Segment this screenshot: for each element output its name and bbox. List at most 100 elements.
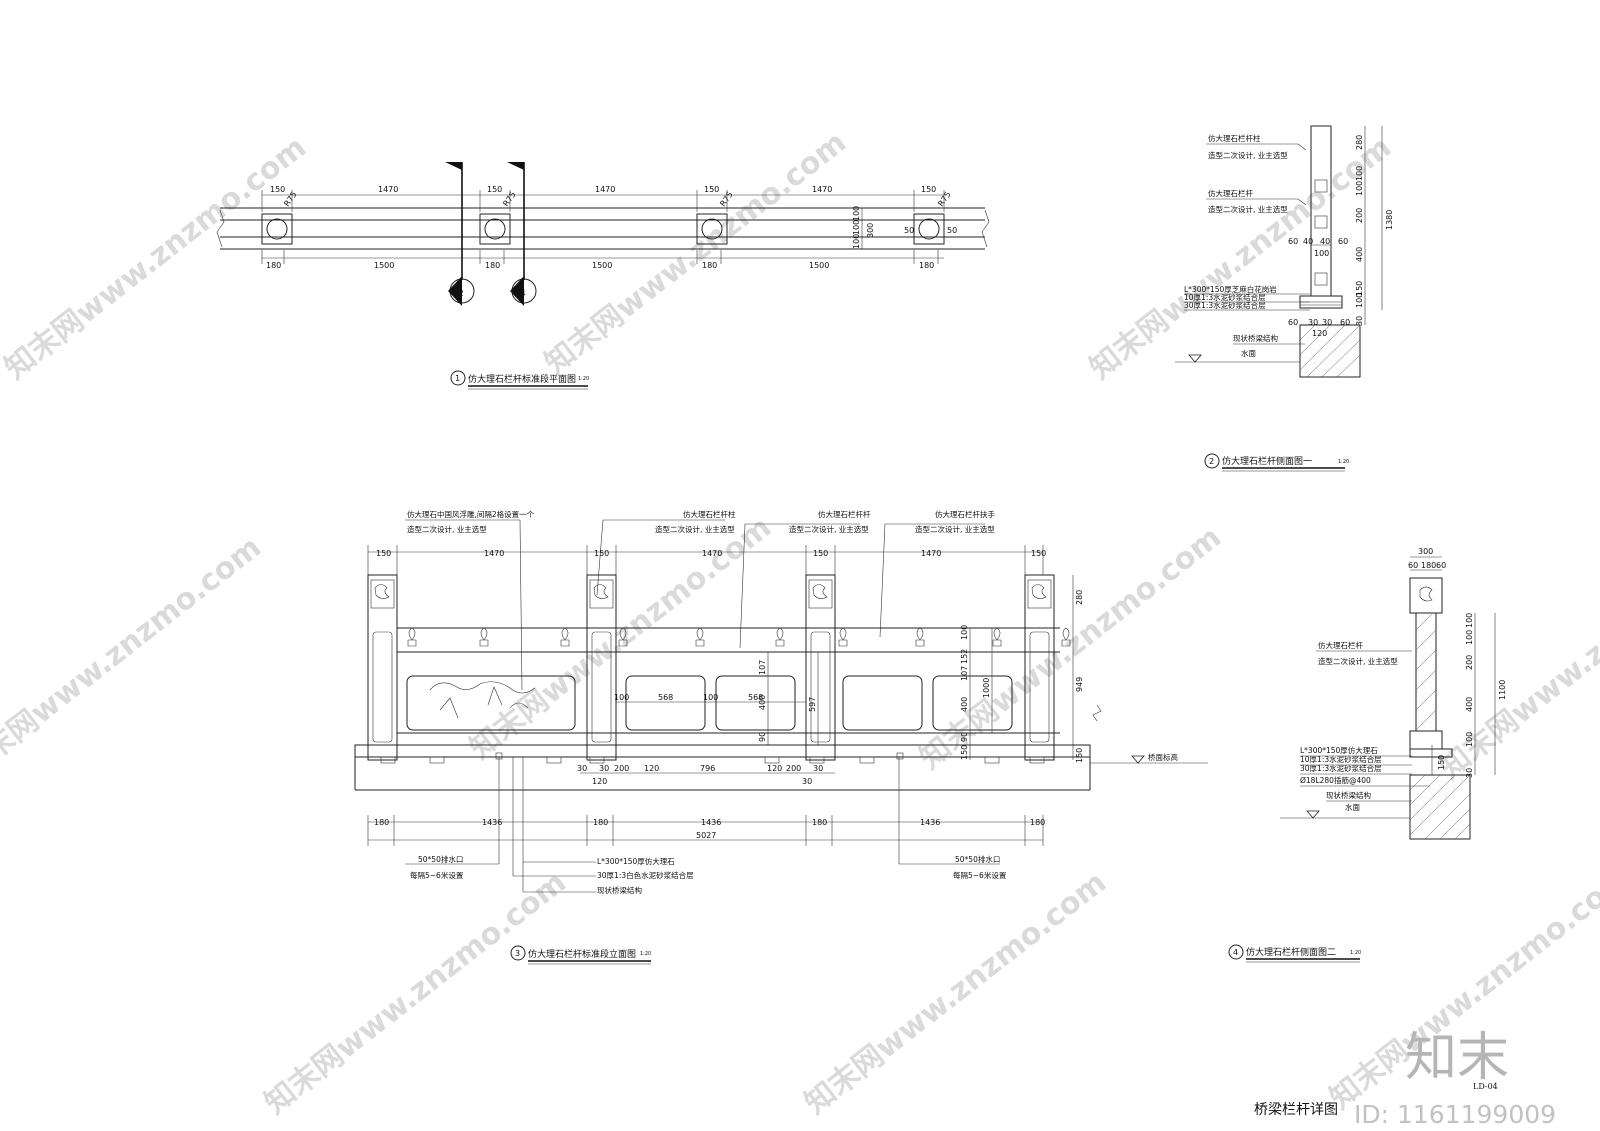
svg-text:L*300*150厚仿大理石: L*300*150厚仿大理石 [1300, 745, 1378, 755]
svg-text:每隔5~6米设置: 每隔5~6米设置 [410, 870, 464, 880]
image-id: ID: 1161199009 [1354, 1100, 1556, 1129]
elev-right-dim: 949 [1075, 677, 1084, 692]
plan-side-dim: 300 [866, 223, 875, 238]
elev-right-dim: 280 [1075, 590, 1084, 605]
plan-bottom-dim: 1500 [592, 261, 612, 270]
elev-lower-dim: 120 [767, 764, 782, 773]
sec1-v-dim: 280 [1355, 135, 1364, 150]
plan-top-dim: 1470 [812, 185, 832, 194]
elev-lower-dim: 796 [700, 764, 715, 773]
plan-side-dim: 100 [852, 220, 861, 235]
sec1-h-dim: 60 [1288, 237, 1298, 246]
svg-text:1:20: 1:20 [1350, 950, 1361, 956]
elev-top-dim: 150 [594, 549, 609, 558]
watermark-text: 知末网www.znzmo.com [0, 530, 268, 787]
svg-text:1:20: 1:20 [578, 376, 589, 382]
plan-top-dim: 150 [921, 185, 936, 194]
radius-label: R75 [501, 190, 517, 208]
plan-title: 1 仿大理石栏杆标准段平面图 1:20 [450, 370, 589, 390]
elevation-callout: 仿大理石栏杆柱 造型二次设计, 业主选型 [596, 509, 736, 596]
elev-inner-dim: 107 [960, 666, 969, 681]
elev-inner-dim: 1000 [982, 678, 991, 698]
elev-inner-dim: 400 [960, 697, 969, 712]
elev-bottom-dim: 180 [374, 818, 389, 827]
elev-top-dim: 150 [813, 549, 828, 558]
sec1-h-dim: 60 [1340, 318, 1350, 327]
panel-dim: 90 [758, 732, 767, 742]
svg-text:现状桥梁结构: 现状桥梁结构 [1326, 790, 1371, 800]
svg-text:现状桥梁结构: 现状桥梁结构 [597, 885, 642, 895]
svg-text:L*300*150厚芝麻白花岗岩: L*300*150厚芝麻白花岗岩 [1184, 284, 1277, 294]
elev-top-dim: 1470 [484, 549, 504, 558]
watermark-layer: 知末网www.znzmo.com 知末网www.znzmo.com 知末网www… [0, 125, 1600, 1122]
svg-text:造型二次设计, 业主选型: 造型二次设计, 业主选型 [1318, 656, 1398, 666]
elev-bottom-dim: 1436 [920, 818, 940, 827]
sec2-v-dim: 150 [1437, 755, 1446, 770]
elev-post [1024, 574, 1055, 761]
sec2-v-dim: 30 [1465, 768, 1474, 778]
elev-lower-dim: 30 [802, 777, 812, 786]
sec1-v-dim: 200 [1355, 208, 1364, 223]
relief-panel [842, 675, 1013, 731]
sec1-h-dim: 120 [1312, 329, 1327, 338]
elev-lower-dim: 30 [813, 764, 823, 773]
svg-text:造型二次设计, 业主选型: 造型二次设计, 业主选型 [407, 524, 487, 534]
sec2-v-dim: 100 [1465, 613, 1474, 628]
elev-top-dim: 1470 [921, 549, 941, 558]
elevation-callout: 仿大理石中国风浮雕,间隔2格设置一个 造型二次设计, 业主选型 [405, 509, 535, 691]
svg-text:仿大理石中国风浮雕,间隔2格设置一个: 仿大理石中国风浮雕,间隔2格设置一个 [407, 509, 535, 519]
watermark-text: 知末网www.znzmo.com [1083, 130, 1398, 387]
radius-label: R75 [936, 190, 952, 208]
section-mark-label: 2 [458, 289, 464, 299]
section-mark-4: 4 [507, 162, 537, 306]
svg-text:1: 1 [455, 374, 460, 383]
plan-post [913, 213, 945, 245]
svg-text:10厚1:3水泥砂浆结合层: 10厚1:3水泥砂浆结合层 [1184, 292, 1266, 302]
sec1-h-dim: 30 [1322, 318, 1332, 327]
elev-right-dim: 150 [1075, 748, 1084, 763]
elev-post [805, 574, 836, 761]
sec1-v-dim: 100 [1355, 166, 1364, 181]
svg-text:现状桥梁结构: 现状桥梁结构 [1233, 333, 1278, 343]
panel-dim: 597 [808, 697, 817, 712]
sec1-v-dim: 30 [1355, 316, 1364, 326]
svg-text:造型二次设计, 业主选型: 造型二次设计, 业主选型 [1208, 150, 1288, 160]
drain-note-right: 50*50排水口 每隔5~6米设置 [898, 757, 1007, 880]
sheet-title: 桥梁栏杆详图 [1254, 1102, 1338, 1118]
svg-text:仿大理石栏杆柱: 仿大理石栏杆柱 [683, 509, 736, 519]
sec1-h-dim: 30 [1308, 318, 1318, 327]
svg-text:仿大理石栏杆侧面图二: 仿大理石栏杆侧面图二 [1246, 946, 1336, 958]
plan-bottom-dim: 180 [919, 261, 934, 270]
elev-lower-dim: 30 [577, 764, 587, 773]
watermark-text: 知末网www.znzmo.com [258, 865, 573, 1122]
sec2-v-dim: 200 [1465, 655, 1474, 670]
sec1-h-dim: 40 [1320, 237, 1330, 246]
plan-bottom-dim: 1500 [809, 261, 829, 270]
plan-post [261, 213, 293, 245]
section-view-1: 仿大理石栏杆柱 造型二次设计, 业主选型 仿大理石栏杆 造型二次设计, 业主选型 [1175, 125, 1394, 472]
section-mark-2: 2 [445, 162, 475, 306]
plan-top-dim: 150 [487, 185, 502, 194]
panel-dim: 568 [748, 693, 763, 702]
watermark-text: 知末网www.znzmo.com [538, 125, 853, 382]
section-mark-label: 4 [520, 289, 526, 299]
svg-text:仿大理石栏杆标准段平面图: 仿大理石栏杆标准段平面图 [468, 373, 576, 385]
elev-inner-dim: 152 [960, 649, 969, 664]
svg-text:10厚1:3水泥砂浆结合层: 10厚1:3水泥砂浆结合层 [1300, 754, 1382, 764]
bridge-structure-hatch [1299, 324, 1361, 378]
elev-post [367, 574, 398, 761]
elevation-view: 仿大理石中国风浮雕,间隔2格设置一个 造型二次设计, 业主选型 仿大理石栏杆柱 … [354, 509, 1208, 965]
elev-top-dim: 1470 [702, 549, 722, 558]
elev-bottom-dim: 180 [1030, 818, 1045, 827]
panel-dim: 100 [703, 693, 718, 702]
relief-panel [406, 675, 576, 731]
svg-text:30厚1:3水泥砂浆结合层: 30厚1:3水泥砂浆结合层 [1300, 763, 1382, 773]
svg-text:3: 3 [515, 949, 520, 958]
elev-bottom-dim: 1436 [482, 818, 502, 827]
sec2-total-dim: 1100 [1498, 680, 1507, 700]
svg-text:造型二次设计, 业主选型: 造型二次设计, 业主选型 [789, 524, 869, 534]
svg-text:50*50排水口: 50*50排水口 [418, 854, 463, 864]
plan-bottom-dim: 180 [266, 261, 281, 270]
sec2-v-dim: 100 [1465, 732, 1474, 747]
